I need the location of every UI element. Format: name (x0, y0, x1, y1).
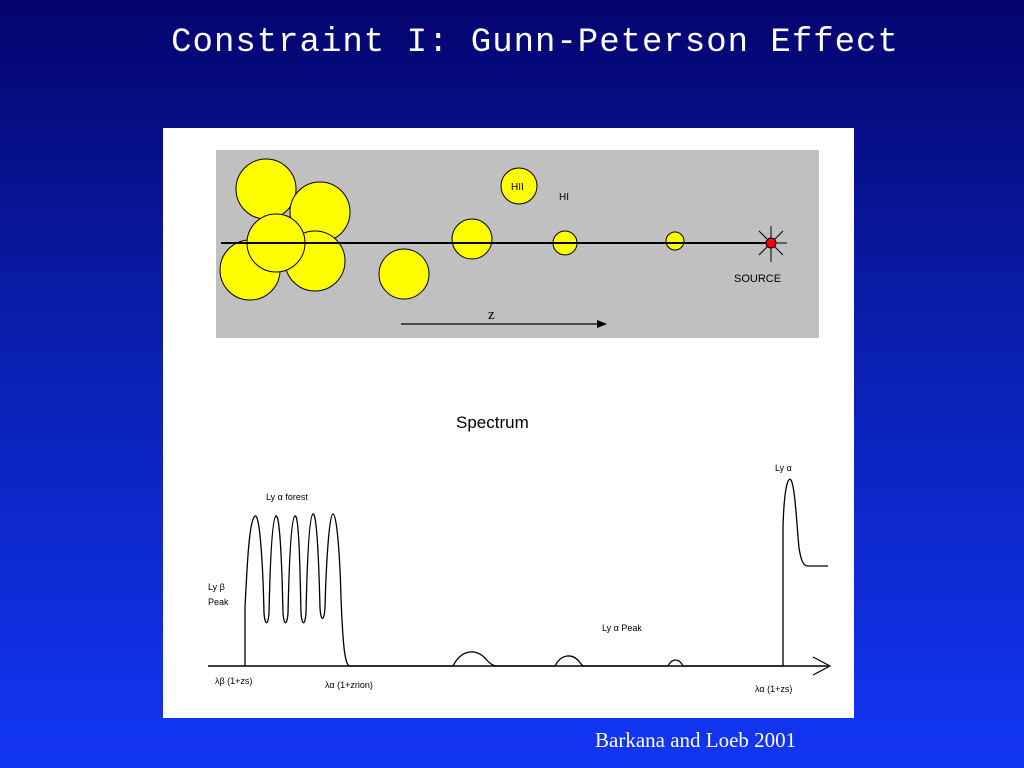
bubble-hii (500, 167, 538, 205)
bubble (451, 218, 493, 260)
hi-label: HI (559, 192, 569, 203)
slide-title: Constraint I: Gunn-Peterson Effect (171, 24, 899, 62)
lya-forest-label: Ly α forest (266, 492, 308, 502)
wavelength-axis-arrow (812, 656, 832, 676)
figure-svg: HII HI SOURCE z Spectrum Ly α Ly α fores… (208, 150, 832, 694)
lyb-peak-label: Peak (208, 597, 229, 607)
lya-label: Ly α (775, 463, 792, 473)
axis-label-lya-source: λα (1+zs) (755, 684, 792, 694)
source-label: SOURCE (734, 273, 781, 285)
citation: Barkana and Loeb 2001 (595, 728, 797, 752)
z-arrow-head (597, 320, 607, 328)
spectrum-curve (244, 478, 828, 667)
lya-peak-label: Ly α Peak (602, 623, 642, 633)
bubble (378, 248, 430, 300)
z-label: z (488, 307, 495, 323)
axis-label-lyb-source: λβ (1+zs) (215, 676, 252, 686)
hii-bubbles (219, 158, 685, 301)
spectrum-title: Spectrum (456, 413, 529, 432)
bubble (665, 231, 685, 251)
axis-label-lya-reion: λα (1+zrion) (325, 680, 373, 690)
source-point (765, 237, 777, 249)
hii-label: HII (511, 182, 524, 193)
figure-panel: HII HI SOURCE z Spectrum Ly α Ly α fores… (163, 128, 854, 718)
bubble (235, 158, 297, 220)
lyb-label: Ly β (208, 582, 225, 592)
